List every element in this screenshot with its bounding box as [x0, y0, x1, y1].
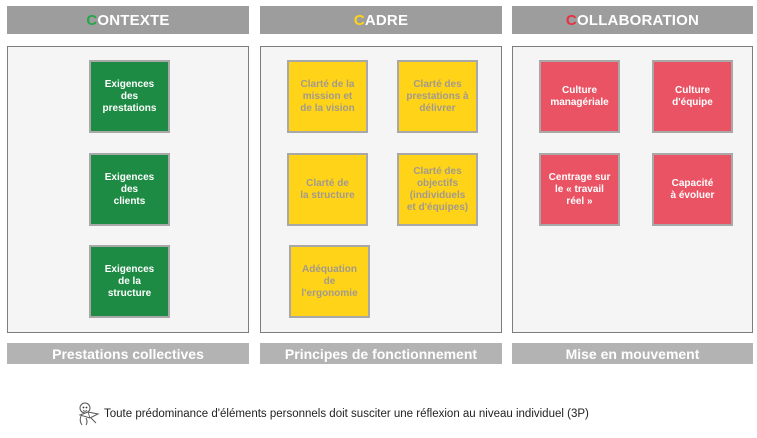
header-contexte-initial: C	[86, 11, 98, 29]
header-contexte-rest: ONTEXTE	[97, 11, 170, 29]
box-exigences-clients: Exigences des clients	[89, 153, 170, 226]
panel-cadre: Clarté de la mission et de la vision Cla…	[260, 46, 502, 333]
panel-collaboration: Culture managériale Culture d'équipe Cen…	[512, 46, 753, 333]
reading-figure-icon	[76, 401, 102, 427]
footnote: Toute prédominance d'éléments personnels…	[76, 401, 589, 427]
box-clarte-structure: Clarté de la structure	[287, 153, 368, 226]
footnote-text: Toute prédominance d'éléments personnels…	[104, 408, 589, 420]
header-collaboration-initial: C	[565, 11, 577, 29]
footer-mise-en-mouvement: Mise en mouvement	[512, 343, 753, 364]
footer-principes-fonctionnement: Principes de fonctionnement	[260, 343, 502, 364]
box-clarte-objectifs: Clarté des objectifs (individuels et d'é…	[397, 153, 478, 226]
footer-prestations-collectives: Prestations collectives	[7, 343, 249, 364]
box-culture-manageriale: Culture managériale	[539, 60, 620, 133]
header-cadre-initial: C	[353, 11, 365, 29]
box-clarte-prestations: Clarté des prestations à délivrer	[397, 60, 478, 133]
header-collaboration-rest: OLLABORATION	[576, 11, 700, 29]
box-culture-equipe: Culture d'équipe	[652, 60, 733, 133]
box-clarte-mission: Clarté de la mission et de la vision	[287, 60, 368, 133]
box-exigences-prestations: Exigences des prestations	[89, 60, 170, 133]
box-adequation-ergonomie: Adéquation de l'ergonomie	[289, 245, 370, 318]
box-centrage-travail-reel: Centrage sur le « travail réel »	[539, 153, 620, 226]
header-cadre-rest: ADRE	[364, 11, 409, 29]
box-exigences-structure: Exigences de la structure	[89, 245, 170, 318]
box-capacite-evoluer: Capacité à évoluer	[652, 153, 733, 226]
panel-contexte: Exigences des prestations Exigences des …	[7, 46, 249, 333]
